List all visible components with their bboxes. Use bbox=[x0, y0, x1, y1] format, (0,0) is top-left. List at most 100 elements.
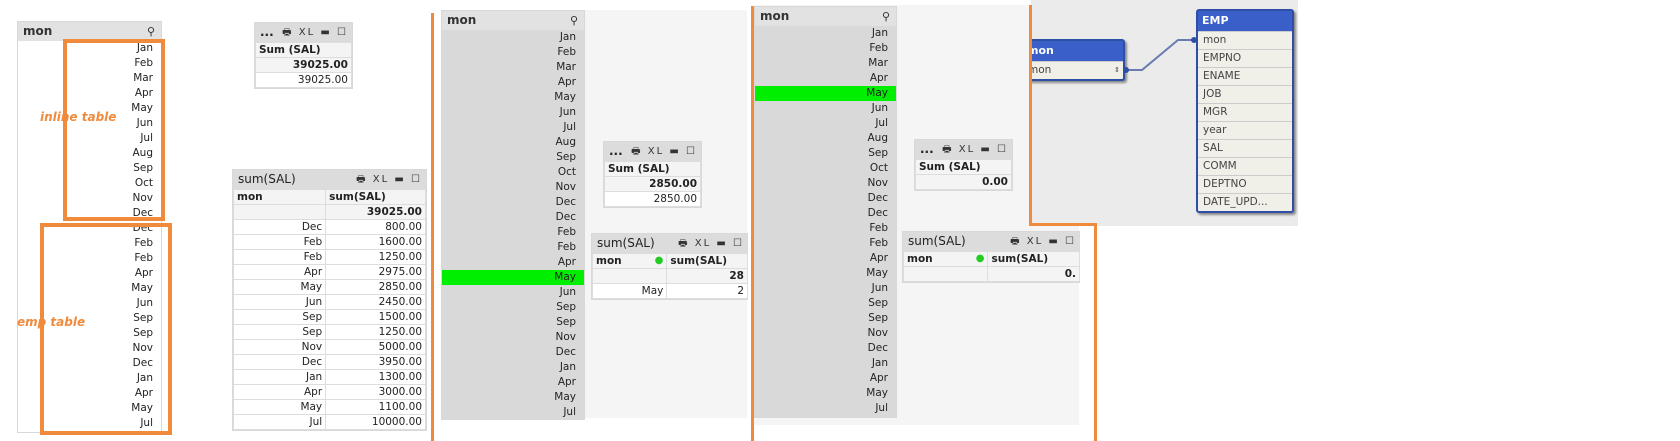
search-icon[interactable]: ⚲ bbox=[569, 14, 578, 27]
field-row[interactable]: ENAME bbox=[1198, 67, 1292, 85]
listbox-item[interactable]: Oct bbox=[557, 166, 576, 178]
listbox-item[interactable]: Jan bbox=[136, 42, 153, 54]
listbox-item[interactable]: Jun bbox=[136, 297, 153, 309]
column-header-sum[interactable]: sum(SAL) bbox=[666, 253, 748, 269]
field-row[interactable]: JOB bbox=[1198, 85, 1292, 103]
minimize-icon[interactable]: ▬ bbox=[1048, 236, 1060, 247]
listbox-item[interactable]: Apr bbox=[869, 372, 888, 384]
listbox-item[interactable]: Aug bbox=[132, 147, 153, 159]
xl-icon[interactable]: XL bbox=[1026, 236, 1044, 247]
listbox-item[interactable]: Jul bbox=[563, 406, 576, 418]
listbox-item[interactable]: Feb bbox=[134, 57, 153, 69]
field-row[interactable]: SAL bbox=[1198, 139, 1292, 157]
field-row[interactable]: year bbox=[1198, 121, 1292, 139]
listbox-item[interactable]: Jul bbox=[875, 402, 888, 414]
print-icon[interactable]: 🖶 bbox=[678, 238, 690, 249]
field-row[interactable]: COMM bbox=[1198, 157, 1292, 175]
listbox-item[interactable]: Jul bbox=[563, 121, 576, 133]
maximize-icon[interactable]: ☐ bbox=[411, 174, 422, 185]
listbox-item[interactable]: Dec bbox=[867, 342, 888, 354]
listbox-item[interactable]: Dec bbox=[555, 346, 576, 358]
listbox-item[interactable]: Sep bbox=[868, 297, 888, 309]
listbox-item[interactable]: Sep bbox=[556, 151, 576, 163]
listbox-item[interactable]: Feb bbox=[869, 42, 888, 54]
mon-cell[interactable]: Jul bbox=[233, 414, 327, 430]
listbox-item[interactable]: Dec bbox=[132, 207, 153, 219]
mon-cell[interactable]: Sep bbox=[233, 324, 327, 340]
xl-icon[interactable]: XL bbox=[647, 146, 665, 157]
print-icon[interactable]: 🖶 bbox=[631, 146, 643, 157]
listbox-item[interactable]: May bbox=[554, 391, 576, 403]
listbox-item[interactable]: Apr bbox=[134, 387, 153, 399]
column-header-mon[interactable]: mon● bbox=[592, 253, 668, 269]
listbox-item[interactable]: Apr bbox=[557, 376, 576, 388]
mon-cell[interactable]: Nov bbox=[233, 339, 327, 355]
listbox-item[interactable]: Feb bbox=[869, 222, 888, 234]
listbox-item[interactable]: Jun bbox=[136, 117, 153, 129]
listbox-item[interactable]: Nov bbox=[555, 331, 577, 343]
maximize-icon[interactable]: ☐ bbox=[337, 27, 348, 38]
maximize-icon[interactable]: ☐ bbox=[733, 238, 744, 249]
listbox-item[interactable]: Apr bbox=[869, 252, 888, 264]
scroll-arrows-icon[interactable]: ⇕ bbox=[1114, 66, 1120, 74]
minimize-icon[interactable]: ▬ bbox=[980, 144, 992, 155]
listbox-item[interactable]: May bbox=[442, 270, 584, 285]
xl-icon[interactable]: XL bbox=[372, 174, 390, 185]
print-icon[interactable]: 🖶 bbox=[1010, 236, 1022, 247]
field-row[interactable]: MGR bbox=[1198, 103, 1292, 121]
listbox-item[interactable]: Jul bbox=[140, 132, 153, 144]
listbox-item[interactable]: Nov bbox=[132, 192, 154, 204]
listbox-item[interactable]: Jan bbox=[871, 357, 888, 369]
listbox-item[interactable]: Mar bbox=[133, 72, 153, 84]
listbox-item[interactable]: Apr bbox=[134, 267, 153, 279]
mon-cell[interactable]: Jun bbox=[233, 294, 327, 310]
minimize-icon[interactable]: ▬ bbox=[716, 238, 728, 249]
listbox-item[interactable]: Feb bbox=[134, 252, 153, 264]
mon-cell[interactable]: May bbox=[592, 283, 668, 299]
listbox-item[interactable]: Nov bbox=[555, 181, 577, 193]
listbox-item[interactable]: Jan bbox=[871, 27, 888, 39]
listbox-item[interactable]: Sep bbox=[133, 327, 153, 339]
listbox-item[interactable]: Sep bbox=[133, 312, 153, 324]
column-header-sum[interactable]: sum(SAL) bbox=[987, 251, 1080, 267]
print-icon[interactable]: 🖶 bbox=[282, 27, 294, 38]
listbox-item[interactable]: Jan bbox=[559, 361, 576, 373]
listbox-item[interactable]: May bbox=[866, 387, 888, 399]
xl-icon[interactable]: XL bbox=[694, 238, 712, 249]
listbox-item[interactable]: Jun bbox=[559, 286, 576, 298]
maximize-icon[interactable]: ☐ bbox=[997, 144, 1008, 155]
listbox-item[interactable]: Feb bbox=[557, 46, 576, 58]
listbox-item[interactable]: Apr bbox=[557, 76, 576, 88]
field-row[interactable]: mon bbox=[1198, 31, 1292, 49]
listbox-item[interactable]: May bbox=[554, 91, 576, 103]
listbox-item[interactable]: Jun bbox=[871, 282, 888, 294]
listbox-item[interactable]: Feb bbox=[134, 237, 153, 249]
listbox-item[interactable]: May bbox=[866, 267, 888, 279]
mon-cell[interactable]: Sep bbox=[233, 309, 327, 325]
listbox-item[interactable]: Jul bbox=[875, 117, 888, 129]
listbox-item[interactable]: Dec bbox=[555, 211, 576, 223]
listbox-item[interactable]: Jul bbox=[140, 417, 153, 429]
listbox-item[interactable]: Jan bbox=[136, 372, 153, 384]
column-header[interactable]: Sum (SAL) bbox=[915, 159, 1012, 175]
mon-cell[interactable]: Dec bbox=[233, 219, 327, 235]
listbox-item[interactable]: Dec bbox=[867, 192, 888, 204]
listbox-item[interactable]: Dec bbox=[132, 357, 153, 369]
minimize-icon[interactable]: ▬ bbox=[394, 174, 406, 185]
listbox-item[interactable]: Sep bbox=[556, 301, 576, 313]
listbox-item[interactable]: May bbox=[755, 86, 896, 101]
